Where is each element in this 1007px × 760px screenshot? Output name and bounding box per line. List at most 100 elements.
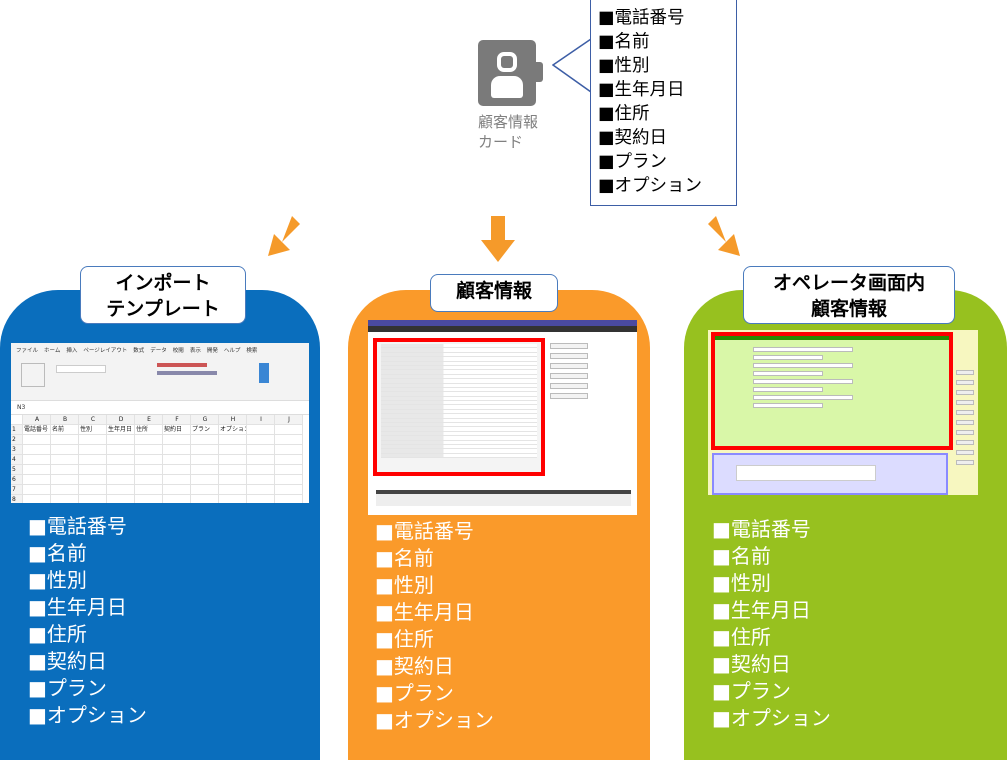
action-button[interactable] xyxy=(550,383,588,389)
form-input[interactable] xyxy=(753,363,853,368)
formula-bar[interactable]: N3 xyxy=(11,401,309,415)
cell[interactable] xyxy=(107,435,135,445)
ribbon-tab[interactable]: ホーム xyxy=(44,348,61,354)
side-button[interactable] xyxy=(956,430,974,435)
cell[interactable] xyxy=(163,445,191,455)
ribbon-tab[interactable]: 表示 xyxy=(189,348,201,354)
cell[interactable] xyxy=(23,455,51,465)
cell[interactable] xyxy=(275,495,303,503)
cell[interactable] xyxy=(219,465,247,475)
cell[interactable] xyxy=(135,455,163,465)
cell[interactable] xyxy=(247,495,275,503)
cell[interactable] xyxy=(79,465,107,475)
sheet-grid[interactable]: ABCDEFGHIJ1電話番号名前性別生年月日住所契約日プランオプション2345… xyxy=(11,415,309,503)
ribbon-tab[interactable]: 挿入 xyxy=(66,348,78,354)
cell[interactable] xyxy=(191,445,219,455)
cell[interactable] xyxy=(23,435,51,445)
cell[interactable] xyxy=(51,475,79,485)
row-header[interactable]: 3 xyxy=(11,445,23,455)
cell[interactable] xyxy=(219,495,247,503)
column-header[interactable]: H xyxy=(219,415,247,425)
cell[interactable] xyxy=(23,485,51,495)
cell[interactable] xyxy=(275,475,303,485)
column-header[interactable]: I xyxy=(247,415,275,425)
side-button[interactable] xyxy=(956,410,974,415)
column-header[interactable]: J xyxy=(275,415,303,425)
cell[interactable] xyxy=(275,445,303,455)
form-input[interactable] xyxy=(753,395,853,400)
column-header[interactable]: A xyxy=(23,415,51,425)
cell[interactable] xyxy=(191,435,219,445)
row-header[interactable]: 6 xyxy=(11,475,23,485)
cell[interactable] xyxy=(107,485,135,495)
form-input[interactable] xyxy=(753,387,823,392)
side-button[interactable] xyxy=(956,390,974,395)
cell[interactable] xyxy=(79,485,107,495)
form-input[interactable] xyxy=(753,355,823,360)
cell[interactable] xyxy=(219,435,247,445)
cell[interactable] xyxy=(79,455,107,465)
action-button[interactable] xyxy=(550,343,588,349)
cell[interactable]: プラン xyxy=(191,425,219,435)
ribbon-tab[interactable]: ヘルプ xyxy=(223,348,241,354)
column-header[interactable]: C xyxy=(79,415,107,425)
cell[interactable] xyxy=(79,445,107,455)
cell[interactable] xyxy=(163,435,191,445)
column-header[interactable]: B xyxy=(51,415,79,425)
cell[interactable] xyxy=(51,445,79,455)
form-input[interactable] xyxy=(753,379,853,384)
cell[interactable] xyxy=(23,445,51,455)
cell[interactable] xyxy=(135,445,163,455)
row-header[interactable]: 7 xyxy=(11,485,23,495)
action-button[interactable] xyxy=(550,393,588,399)
cell[interactable]: 契約日 xyxy=(163,425,191,435)
cell[interactable]: 電話番号 xyxy=(23,425,51,435)
cell[interactable] xyxy=(51,465,79,475)
cell[interactable] xyxy=(107,465,135,475)
side-button[interactable] xyxy=(956,380,974,385)
ribbon-tab[interactable]: 数式 xyxy=(133,348,145,354)
cell[interactable] xyxy=(51,435,79,445)
action-button[interactable] xyxy=(550,373,588,379)
cell[interactable] xyxy=(163,465,191,475)
cell[interactable] xyxy=(247,475,275,485)
side-button[interactable] xyxy=(956,370,974,375)
cell[interactable] xyxy=(219,475,247,485)
action-button[interactable] xyxy=(550,353,588,359)
cell[interactable] xyxy=(23,475,51,485)
cell[interactable]: 名前 xyxy=(51,425,79,435)
cell[interactable] xyxy=(219,485,247,495)
form-input[interactable] xyxy=(753,403,823,408)
cell[interactable] xyxy=(163,455,191,465)
side-button[interactable] xyxy=(956,400,974,405)
cell[interactable] xyxy=(247,445,275,455)
cell[interactable] xyxy=(275,485,303,495)
ribbon-tab[interactable]: データ xyxy=(150,348,167,354)
column-header[interactable]: D xyxy=(107,415,135,425)
cell[interactable] xyxy=(219,445,247,455)
cell[interactable] xyxy=(51,485,79,495)
form-input[interactable] xyxy=(753,347,853,352)
cell[interactable] xyxy=(135,495,163,503)
history-textarea[interactable] xyxy=(736,465,876,481)
ribbon-tab[interactable]: 校閲 xyxy=(172,348,184,354)
cell[interactable] xyxy=(247,485,275,495)
cell[interactable] xyxy=(191,475,219,485)
ribbon-tab[interactable]: ページレイアウト xyxy=(83,348,128,354)
cell[interactable] xyxy=(163,485,191,495)
cell[interactable]: 生年月日 xyxy=(107,425,135,435)
cell[interactable] xyxy=(219,455,247,465)
cell[interactable] xyxy=(191,465,219,475)
cell[interactable] xyxy=(79,495,107,503)
row-header[interactable]: 5 xyxy=(11,465,23,475)
cell[interactable] xyxy=(107,495,135,503)
column-header[interactable]: G xyxy=(191,415,219,425)
cell[interactable] xyxy=(23,465,51,475)
cell[interactable] xyxy=(107,455,135,465)
row-header[interactable]: 1 xyxy=(11,425,23,435)
cell[interactable] xyxy=(79,475,107,485)
cell[interactable] xyxy=(247,435,275,445)
side-button[interactable] xyxy=(956,450,974,455)
cell[interactable]: 性別 xyxy=(79,425,107,435)
cell[interactable] xyxy=(275,465,303,475)
